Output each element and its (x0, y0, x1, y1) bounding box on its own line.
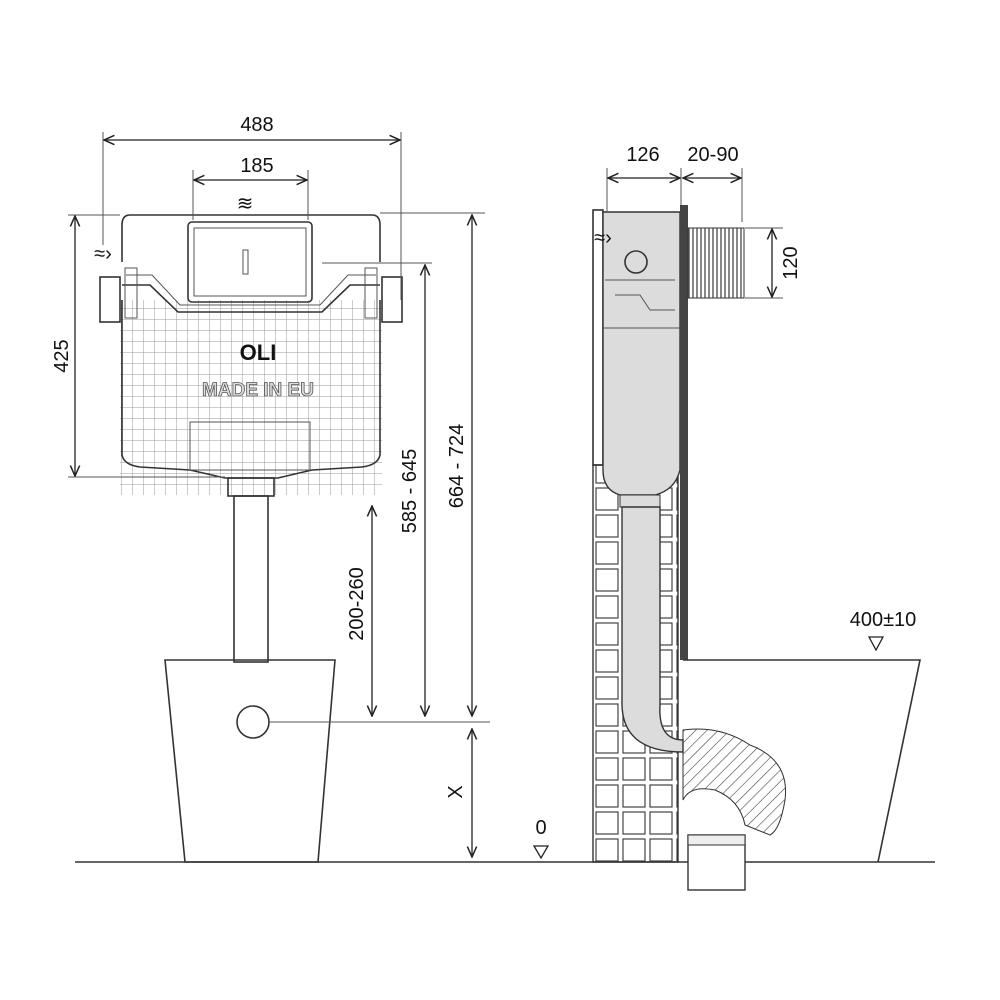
outlet-hole (236, 705, 270, 739)
tank-frame (122, 284, 380, 313)
brand-logo: OLI (240, 340, 277, 365)
cistern-side (602, 211, 681, 496)
dim-height-x: X (445, 785, 467, 798)
tile-mesh (120, 300, 382, 495)
dim-height-585-645: 585 - 645 (399, 449, 421, 534)
toilet-trap (682, 728, 787, 836)
dim-height-tank: 425 (51, 339, 73, 372)
air-arrow-icon: ≋ (237, 193, 254, 215)
dim-depth-tank: 126 (626, 144, 659, 166)
dim-height-200-260: 200-260 (346, 567, 368, 640)
level-marker-icon (532, 845, 550, 860)
seat-height-label: 400±10 (850, 609, 917, 631)
dim-height-outlet: 120 (780, 246, 802, 279)
dim-width-total: 488 (240, 114, 273, 136)
right-bracket (381, 276, 403, 323)
frame-plate (680, 205, 688, 660)
made-in-label: MADE IN EU (202, 380, 314, 401)
front-view: OLI MADE IN EU ≈› ≋ 488 185 425 200-260 (51, 114, 935, 863)
inspection-plate (189, 421, 311, 471)
toilet-side (683, 659, 921, 863)
side-view: ≈› 126 20-90 120 400±10 (592, 144, 921, 891)
tank-top (121, 214, 381, 262)
dim-width-panel: 185 (240, 155, 273, 177)
seat-level-marker-icon (867, 636, 885, 652)
dim-height-664-724: 664 - 724 (446, 424, 468, 509)
toilet-front (164, 659, 336, 863)
left-bracket (99, 276, 121, 323)
threaded-sleeve (687, 227, 745, 299)
water-inlet-icon: ≈› (94, 243, 112, 265)
dim-depth-adjust: 20-90 (687, 144, 738, 166)
floor-level-label: 0 (535, 817, 546, 839)
flush-panel (187, 221, 313, 303)
side-inlet-icon: ≈› (594, 227, 612, 249)
flush-pipe (233, 495, 269, 663)
